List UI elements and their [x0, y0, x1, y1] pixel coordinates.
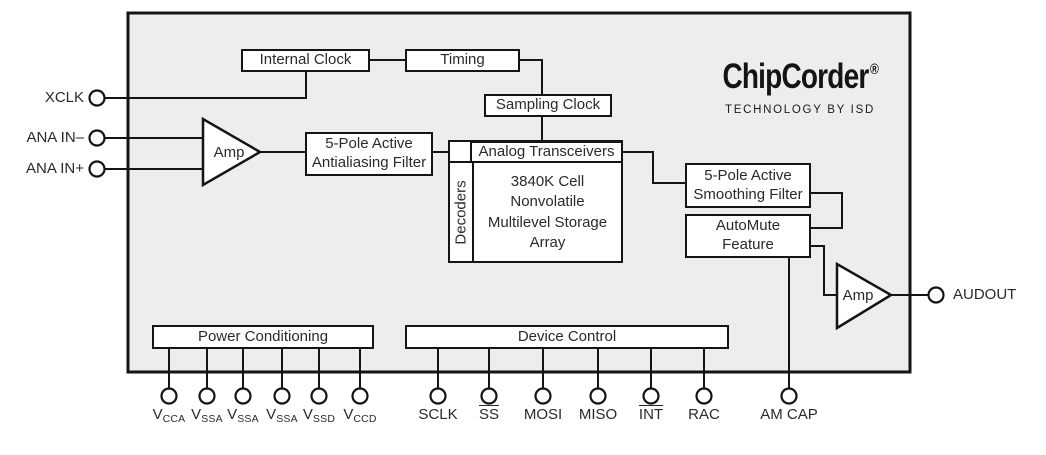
pin-circles — [88, 89, 945, 405]
pin-circle-ana-in-pos — [88, 160, 106, 178]
pin-label-ss: SS — [478, 406, 499, 423]
wire-transceivers-to-smoothing — [622, 151, 685, 184]
pin-label-vcca: VCCA — [152, 406, 186, 426]
pin-label-am-cap: AM CAP — [760, 406, 818, 423]
pin-circle-ana-in-neg — [88, 129, 106, 147]
block-antialiasing-filter: 5-Pole Active Antialiasing Filter — [305, 132, 433, 176]
amp-input-label: Amp — [213, 144, 245, 161]
pin-circle-sclk — [429, 387, 447, 405]
decoders-column-top-divider — [450, 161, 474, 163]
wire-xclk — [104, 72, 307, 99]
amplifiers — [201, 116, 894, 331]
amp-output-label: Amp — [842, 287, 874, 304]
block-analog-transceivers: Analog Transceivers — [470, 141, 623, 163]
pin-circle-am-cap — [780, 387, 798, 405]
wire-automute-to-amp — [810, 245, 837, 296]
amp-input-triangle — [201, 116, 263, 188]
pin-circle-vssa1 — [198, 387, 216, 405]
pin-circle-ss — [480, 387, 498, 405]
pin-label-ana-in-pos: ANA IN+ — [26, 160, 84, 177]
block-internal-clock: Internal Clock — [241, 49, 370, 72]
wire-timing-to-samplingclock — [519, 59, 543, 95]
pin-label-vssa3: VSSA — [266, 406, 298, 426]
logo-text: ChipCorder — [722, 57, 869, 96]
pin-circle-vcca — [160, 387, 178, 405]
pin-circle-vssa3 — [273, 387, 291, 405]
logo-tagline: TECHNOLOGY BY ISD — [725, 104, 875, 116]
pin-circle-int — [642, 387, 660, 405]
pin-circle-mosi — [534, 387, 552, 405]
pin-label-mosi: MOSI — [523, 406, 563, 423]
pin-label-vssa1: VSSA — [191, 406, 223, 426]
block-power-conditioning: Power Conditioning — [152, 325, 374, 349]
pin-label-sclk: SCLK — [418, 406, 458, 423]
pin-label-xclk: XCLK — [44, 89, 84, 106]
block-storage-array: 3840K Cell Nonvolatile Multilevel Storag… — [487, 173, 608, 251]
wires — [104, 59, 929, 389]
block-automute-feature: AutoMute Feature — [685, 214, 811, 258]
pin-circle-audout — [927, 286, 945, 304]
amp-output-triangle — [835, 261, 894, 331]
block-device-control: Device Control — [405, 325, 729, 349]
block-sampling-clock: Sampling Clock — [484, 94, 612, 117]
pin-circle-miso — [589, 387, 607, 405]
pin-label-rac: RAC — [688, 406, 720, 423]
block-decoders: Decoders — [448, 163, 474, 261]
chipcorder-wordmark: ChipCorder® — [722, 58, 878, 103]
pin-label-vccd: VCCD — [343, 406, 377, 426]
pin-circle-vssd — [310, 387, 328, 405]
wire-smoothing-to-automute — [810, 192, 843, 229]
decoders-column-divider — [472, 142, 474, 261]
pin-circle-xclk — [88, 89, 106, 107]
pin-label-vssd: VSSD — [302, 406, 336, 426]
pin-label-int: INT — [638, 406, 664, 423]
pin-label-ana-in-neg: ANA IN– — [26, 129, 84, 146]
block-smoothing-filter: 5-Pole Active Smoothing Filter — [685, 163, 811, 208]
pin-circle-vccd — [351, 387, 369, 405]
decoders-label: Decoders — [452, 179, 470, 245]
pin-label-vssa2: VSSA — [227, 406, 259, 426]
block-timing: Timing — [405, 49, 520, 72]
pin-circle-rac — [695, 387, 713, 405]
pin-label-audout: AUDOUT — [953, 286, 1017, 303]
pin-label-miso: MISO — [578, 406, 618, 423]
registered-trademark-icon: ® — [869, 61, 879, 78]
pin-circle-vssa2 — [234, 387, 252, 405]
chipcorder-logo: ChipCorder® TECHNOLOGY BY ISD — [690, 58, 910, 117]
